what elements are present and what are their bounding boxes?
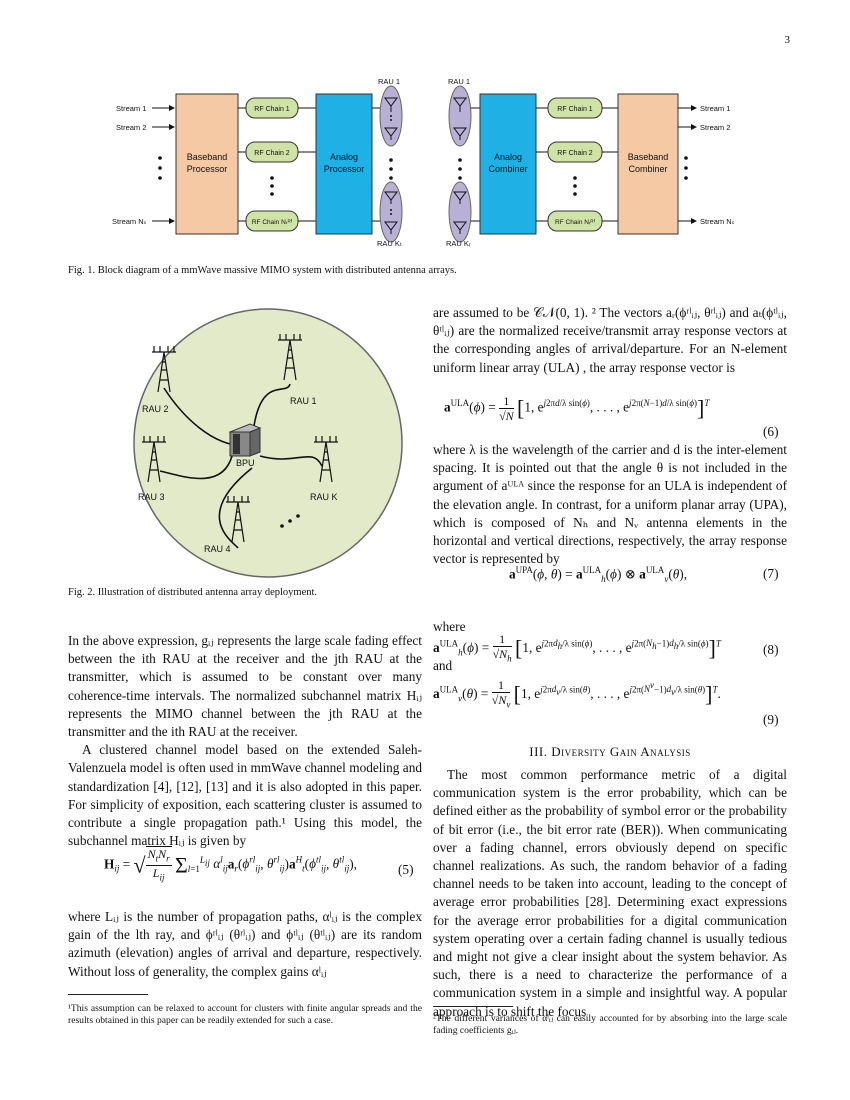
equation-8: aULAh(ϕ) = 1√Nh [1, ej2πdh/λ sin(ϕ), . .… — [433, 632, 721, 664]
rx-stream-2-label: Stream 2 — [700, 123, 730, 132]
right-column-upper: are assumed to be 𝒞𝒩(0, 1). ² The vector… — [433, 304, 787, 377]
tx-rau-k-label: RAU Kₜ — [377, 239, 402, 248]
rx-rau-k-label: RAU Kᵣ — [446, 239, 471, 248]
figure1-block-diagram: Stream 1 Stream 2 Stream Nₛ Baseband Pro… — [112, 77, 735, 248]
left-para-1: In the above expression, gᵢⱼ represents … — [68, 633, 422, 740]
tx-stream-2-label: Stream 2 — [116, 123, 146, 132]
tx-stream-1-label: Stream 1 — [116, 104, 146, 113]
left-footnote-rule — [68, 994, 148, 995]
and-label: and — [433, 658, 453, 673]
equation-5-number: (5) — [398, 862, 414, 877]
rx-baseband-block — [617, 93, 679, 235]
rx-baseband-label-1: Baseband — [628, 152, 669, 162]
rauk-tower-icon — [314, 436, 338, 483]
tx-analog-label-1: Analog — [330, 152, 358, 162]
rx-stream-n-label: Stream Nₛ — [700, 217, 735, 226]
left-column-lower: where Lᵢⱼ is the number of propagation p… — [68, 908, 422, 981]
rau4-label: RAU 4 — [204, 544, 231, 554]
left-footnote: ¹This assumption can be relaxed to accou… — [68, 1003, 422, 1026]
tx-rf-chain-2-label: RF Chain 2 — [254, 150, 290, 157]
right-para-1: are assumed to be 𝒞𝒩(0, 1). ² The vector… — [433, 305, 787, 375]
tx-analog-label-2: Processor — [324, 164, 365, 174]
rx-rau-1-ellipse — [448, 85, 472, 147]
rx-stream-1-label: Stream 1 — [700, 104, 730, 113]
fiber-link-rau4 — [218, 467, 253, 549]
left-para-2: A clustered channel model based on the e… — [68, 742, 422, 849]
fiber-link-rau1 — [253, 383, 291, 427]
right-footnote: ²The different variances of αˡᵢⱼ can eas… — [433, 1013, 787, 1036]
figure1-caption: Fig. 1. Block diagram of a mmWave massiv… — [68, 265, 457, 276]
rx-rf-chain-1-label: RF Chain 1 — [557, 106, 593, 113]
rau2-label: RAU 2 — [142, 404, 169, 414]
tx-rf-chain-1-label: RF Chain 1 — [254, 106, 290, 113]
left-column-upper: In the above expression, gᵢⱼ represents … — [68, 632, 422, 850]
fiber-link-rauk — [259, 455, 323, 467]
equation-9-number: (9) — [763, 712, 779, 727]
rx-rf-chain-2-label: RF Chain 2 — [557, 150, 593, 157]
right-footnote-rule — [433, 1006, 513, 1007]
rau3-tower-icon — [142, 436, 166, 483]
equation-6: aULA(ϕ) = 1√N [1, ej2πd/λ sin(ϕ), . . . … — [444, 394, 710, 423]
right-column-middle: where λ is the wavelength of the carrier… — [433, 441, 787, 568]
page-number: 3 — [784, 34, 791, 46]
where-label: where — [433, 619, 466, 634]
figure2-deployment-diagram: RAU 1 RAU 2 RAU 3 RAU K RAU 4 BPU — [133, 308, 403, 578]
bpu-label: BPU — [236, 458, 255, 468]
tx-rau-1-label: RAU 1 — [378, 77, 400, 86]
rx-rau-k-ellipse — [448, 181, 472, 243]
equation-7-number: (7) — [763, 566, 779, 581]
rau1-label: RAU 1 — [290, 396, 317, 406]
section-heading: III. Diversity Gain Analysis — [529, 744, 691, 759]
tx-stream-n-label: Stream Nₛ — [112, 217, 147, 226]
tx-rau-k-ellipse — [379, 181, 403, 243]
right-column-lower: The most common performance metric of a … — [433, 766, 787, 1021]
rau4-tower-icon — [226, 496, 250, 543]
rx-rau-1-label: RAU 1 — [448, 77, 470, 86]
right-para-2: where λ is the wavelength of the carrier… — [433, 442, 787, 567]
equation-6-number: (6) — [763, 424, 779, 439]
coverage-circle — [133, 308, 403, 578]
rx-baseband-label-2: Combiner — [628, 164, 667, 174]
rauk-label: RAU K — [310, 492, 338, 502]
rau2-tower-icon — [152, 346, 176, 393]
tx-rf-chain-n-label: RF Chain Nₜᴿᶠ — [252, 219, 293, 226]
rx-analog-label-1: Analog — [494, 152, 522, 162]
right-para-3: The most common performance metric of a … — [433, 767, 787, 1019]
left-para-3: where Lᵢⱼ is the number of propagation p… — [68, 909, 422, 979]
rau1-tower-icon — [278, 334, 302, 381]
rau3-label: RAU 3 — [138, 492, 165, 502]
tx-analog-block — [315, 93, 373, 235]
rx-analog-label-2: Combiner — [488, 164, 527, 174]
tx-baseband-label-2: Processor — [187, 164, 228, 174]
equation-8-number: (8) — [763, 642, 779, 657]
bpu-icon — [228, 423, 262, 457]
rx-analog-block — [479, 93, 537, 235]
tx-baseband-label-1: Baseband — [187, 152, 228, 162]
figure2-caption: Fig. 2. Illustration of distributed ante… — [68, 587, 318, 598]
equation-7: aUPA(ϕ, θ) = aULAh(ϕ) ⊗ aULAv(θ), — [509, 565, 688, 585]
rx-rf-chain-n-label: RF Chain Nᵣᴿᶠ — [555, 219, 595, 226]
tx-baseband-block — [175, 93, 239, 235]
fiber-link-rau3 — [159, 455, 233, 480]
equation-9: aULAv(θ) = 1√Nv [1, ej2πdv/λ sin(θ), . .… — [433, 678, 721, 710]
